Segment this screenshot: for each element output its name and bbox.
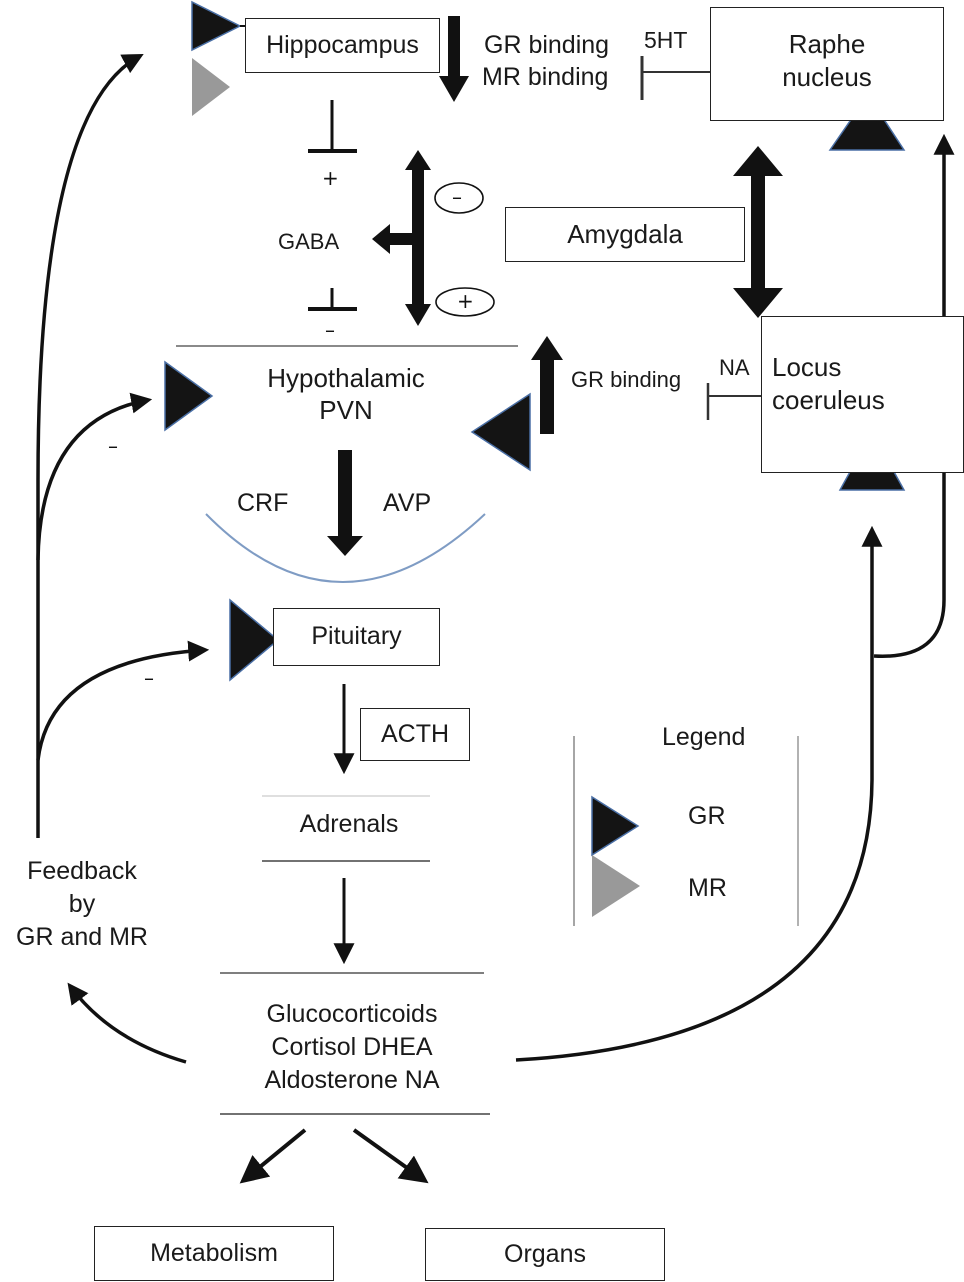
locus-coeruleus-box: Locus coeruleus (761, 316, 964, 473)
hypothalamic-pvn-label: Hypothalamic PVN (230, 362, 462, 426)
feedback-minus-lower: – (144, 666, 154, 690)
pituitary-label: Pituitary (311, 622, 402, 651)
pvn-up-arrow (531, 336, 563, 434)
gr-binding-mid-label: GR binding (571, 367, 682, 392)
na-label: NA (719, 355, 750, 380)
raphe-label-line2: nucleus (782, 61, 872, 92)
pvn-arc (205, 513, 486, 583)
amygdala-box: Amygdala (505, 207, 745, 262)
plus-circle (435, 287, 495, 317)
crf-label: CRF (237, 489, 289, 517)
gluco-label-line3: Aldosterone NA (264, 1066, 440, 1094)
hypothalamic-label-line1: Hypothalamic (267, 363, 425, 393)
minus-circle (434, 182, 484, 214)
acth-box: ACTH (360, 708, 470, 761)
gluco-label-line1: Glucocorticoids (266, 1000, 438, 1028)
hypothalamic-label-line2: PVN (319, 395, 373, 425)
raphe-nucleus-box: Raphe nucleus (710, 7, 944, 121)
organs-arrow (352, 1128, 429, 1184)
plus-circle-sign: + (457, 289, 474, 313)
central-double-arrow (405, 150, 431, 326)
adrenals-label: Adrenals (299, 810, 399, 838)
feedback-label: Feedback by GR and MR (0, 855, 164, 954)
locus-label-line1: Locus (772, 352, 842, 382)
legend-title: Legend (662, 723, 746, 751)
legend-mr-label: MR (688, 874, 727, 902)
gr-triangle-pituitary (229, 598, 280, 682)
gr-binding-top-label: GR binding (484, 31, 610, 59)
amygdala-label: Amygdala (567, 219, 683, 250)
raphe-label-line1: Raphe (788, 29, 866, 59)
gr-triangle-hypothalamus-left (164, 360, 214, 432)
organs-label: Organs (504, 1239, 586, 1268)
organs-box: Organs (425, 1228, 665, 1281)
plus-sign-upper: + (322, 166, 339, 190)
feedback-curves (36, 54, 955, 1064)
metabolism-box: Metabolism (94, 1226, 334, 1281)
feedback-label-line2: by (68, 890, 96, 918)
hippocampus-box: Hippocampus (245, 18, 440, 73)
feedback-label-line1: Feedback (27, 857, 137, 885)
raphe-inhibition-line (640, 56, 710, 100)
hippocampus-down-arrow (439, 16, 469, 102)
mr-triangle-hippocampus (192, 58, 230, 116)
glucocorticoids-label: Glucocorticoids Cortisol DHEA Aldosteron… (212, 998, 492, 1097)
gr-triangle-raphe (828, 93, 906, 151)
crf-avp-arrow (327, 450, 363, 556)
five-ht-label: 5HT (644, 27, 688, 53)
gaba-arrow (372, 224, 416, 254)
gaba-inhibition-bar (308, 288, 357, 311)
hippocampus-inhibition-bar (308, 100, 357, 153)
hippocampus-label: Hippocampus (266, 30, 419, 59)
gaba-label: GABA (278, 229, 340, 254)
gr-triangle-hippocampus (191, 0, 242, 52)
minus-circle-sign: – (452, 185, 462, 209)
pituitary-box: Pituitary (273, 608, 440, 666)
legend-gr-triangle (591, 795, 640, 857)
minus-sign-lower: – (325, 318, 335, 342)
metabolism-label: Metabolism (150, 1238, 278, 1267)
feedback-minus-upper: – (108, 434, 118, 458)
gr-triangle-hypothalamus-right (470, 392, 531, 472)
locus-label-line2: coeruleus (772, 384, 885, 415)
locus-inhibition-line (706, 383, 762, 420)
gluco-label-line2: Cortisol DHEA (271, 1033, 433, 1061)
acth-label: ACTH (380, 719, 450, 748)
legend-mr-triangle (592, 855, 640, 917)
raphe-locus-double-arrow (733, 146, 783, 318)
avp-label: AVP (383, 489, 432, 517)
feedback-label-line3: GR and MR (16, 923, 148, 951)
legend-gr-label: GR (688, 802, 726, 830)
metabolism-arrow (239, 1128, 307, 1184)
mr-binding-top-label: MR binding (482, 63, 609, 91)
